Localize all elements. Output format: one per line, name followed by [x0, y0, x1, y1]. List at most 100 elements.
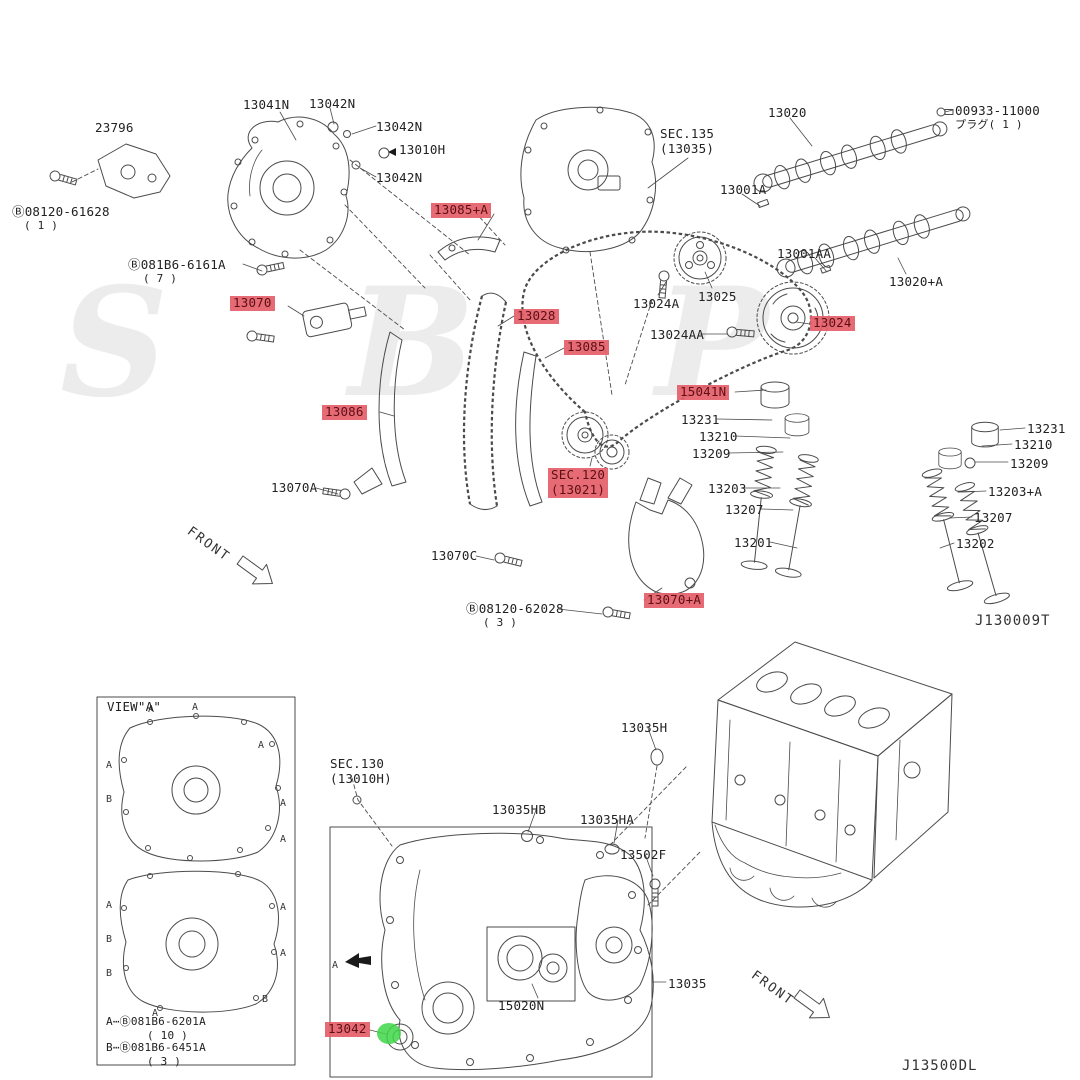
- part-label-00933-11000: 00933-11000 プラグ( 1 ): [955, 103, 1040, 132]
- qty-label: ( 7 ): [143, 272, 178, 285]
- tensioner-13070: [245, 302, 367, 345]
- part-label-13209: 13209: [1010, 456, 1049, 471]
- view-marker: A: [280, 948, 286, 959]
- leader-lines-top: [242, 107, 1026, 615]
- part-label-13035: 13035: [668, 976, 707, 991]
- part-label-13035ha: 13035HA: [580, 812, 635, 827]
- part-label-13025: 13025: [698, 289, 737, 304]
- part-label-13042n: 13042N: [376, 119, 423, 134]
- part-label-15020n: 15020N: [498, 998, 545, 1013]
- part-label-13201: 13201: [734, 535, 773, 550]
- sec135-line2: (13035): [660, 140, 715, 156]
- oil-pump-15020n: [486, 875, 653, 1002]
- part-label-08120-61628: Ⓑ08120-61628: [12, 204, 110, 219]
- view-marker: A: [106, 760, 112, 771]
- watermark: S B P: [60, 255, 833, 431]
- part-label-13028-highlighted: 13028: [514, 308, 559, 324]
- valve-group-right: [918, 421, 1011, 607]
- part-label-sec130: SEC.130 (13010H): [330, 756, 392, 787]
- part-label-13231: 13231: [681, 412, 720, 427]
- legend-row-a: A⋯Ⓑ081B6-6201A: [106, 1015, 206, 1028]
- view-marker: A: [280, 834, 286, 845]
- alignment-dashed-lines: [299, 159, 653, 396]
- part-label-13001aa: 13001AA: [777, 246, 832, 261]
- camshaft-intake: [750, 114, 951, 198]
- part-label-081b6-6161a: Ⓑ081B6-6161A: [128, 257, 226, 272]
- plug-part-number: 00933-11000: [955, 103, 1040, 118]
- part-label-13024aa: 13024AA: [650, 327, 705, 342]
- part-label-13203: 13203: [708, 481, 747, 496]
- timing-chain-main: [521, 230, 812, 448]
- part-label-13070-highlighted: 13070: [230, 295, 275, 311]
- part-label-13035h: 13035H: [621, 720, 668, 735]
- part-label-13024a: 13024A: [633, 296, 680, 311]
- part-label-08120-62028: Ⓑ08120-62028: [466, 601, 564, 616]
- view-marker: B: [262, 994, 268, 1005]
- view-marker: B: [106, 794, 112, 805]
- front-arrow-top: [232, 549, 280, 594]
- part-label-13024-highlighted: 13024: [810, 315, 855, 331]
- front-cover-art: [227, 116, 350, 277]
- plug-name-qty: プラグ( 1 ): [955, 117, 1023, 131]
- part-label-13001a: 13001A: [720, 182, 767, 197]
- view-marker: A: [152, 1008, 158, 1019]
- green-highlight-mark: [377, 1023, 401, 1044]
- part-label-13502f: 13502F: [620, 847, 667, 862]
- front-arrow-bottom: [789, 983, 837, 1028]
- diagram-code-bottom: J13500DL: [902, 1058, 978, 1074]
- view-marker: B: [106, 968, 112, 979]
- part-label-23796: 23796: [95, 120, 134, 135]
- chain-guide-13086: [322, 331, 407, 501]
- part-label-13210: 13210: [1014, 437, 1053, 452]
- view-marker: A: [280, 902, 286, 913]
- part-label-13085-highlighted: 13085: [564, 339, 609, 355]
- part-label-13070c: 13070C: [431, 548, 478, 563]
- legend-row-b: B⋯Ⓑ081B6-6451A: [106, 1041, 206, 1054]
- part-label-sec135: SEC.135 (13035): [660, 126, 715, 157]
- view-marker: B: [106, 934, 112, 945]
- part-label-13209: 13209: [692, 446, 731, 461]
- part-label-13086-highlighted: 13086: [322, 404, 367, 420]
- part-label-13203a: 13203+A: [988, 484, 1043, 499]
- view-a-panel: A A A A A A B A B B A A B A: [96, 696, 296, 1066]
- view-marker: A: [106, 900, 112, 911]
- view-marker: A: [280, 798, 286, 809]
- view-marker: A: [192, 702, 198, 713]
- part-label-13070pa-highlighted: 13070+A: [644, 592, 705, 608]
- timing-chain-13028: [462, 292, 508, 510]
- a-direction-arrow: A: [332, 953, 371, 971]
- part-label-13207: 13207: [974, 510, 1013, 525]
- view-marker: A: [258, 740, 264, 751]
- view-marker: A: [148, 704, 154, 715]
- qty-label: ( 1 ): [24, 219, 59, 232]
- part-label-13010h: 13010H: [399, 142, 446, 157]
- engine-block: [711, 641, 953, 908]
- crank-sprocket-sec120: [561, 411, 630, 470]
- qty-label: ( 3 ): [483, 616, 518, 629]
- legend-row-b-qty: ( 3 ): [147, 1055, 182, 1068]
- sec135-line1: SEC.135: [660, 126, 715, 141]
- chain-guide-13085: [515, 351, 543, 507]
- part-label-13231: 13231: [1027, 421, 1066, 436]
- part-label-13042n: 13042N: [309, 96, 356, 111]
- upper-guide-13085a: [437, 236, 501, 261]
- rear-cover-art: [520, 106, 657, 254]
- part-label-13020: 13020: [768, 105, 807, 120]
- front-cover-bottom: [329, 727, 701, 1078]
- sec120-line2: (13021): [551, 481, 606, 497]
- part-label-13035hb: 13035HB: [492, 802, 547, 817]
- camshaft-exhaust: [773, 199, 974, 283]
- view-a-title: VIEW"A": [107, 699, 162, 714]
- part-label-13085a-highlighted: 13085+A: [431, 202, 492, 218]
- sec130-line2: (13010H): [330, 770, 392, 786]
- part-label-sec120-highlighted: SEC.120 (13021): [548, 467, 609, 498]
- part-label-13210: 13210: [699, 429, 738, 444]
- part-label-13042n: 13042N: [376, 170, 423, 185]
- part-label-13207: 13207: [725, 502, 764, 517]
- view-marker: A: [332, 960, 338, 971]
- part-label-13042-highlighted: 13042: [325, 1021, 370, 1037]
- part-label-13202: 13202: [956, 536, 995, 551]
- part-label-15041n-highlighted: 15041N: [677, 384, 730, 400]
